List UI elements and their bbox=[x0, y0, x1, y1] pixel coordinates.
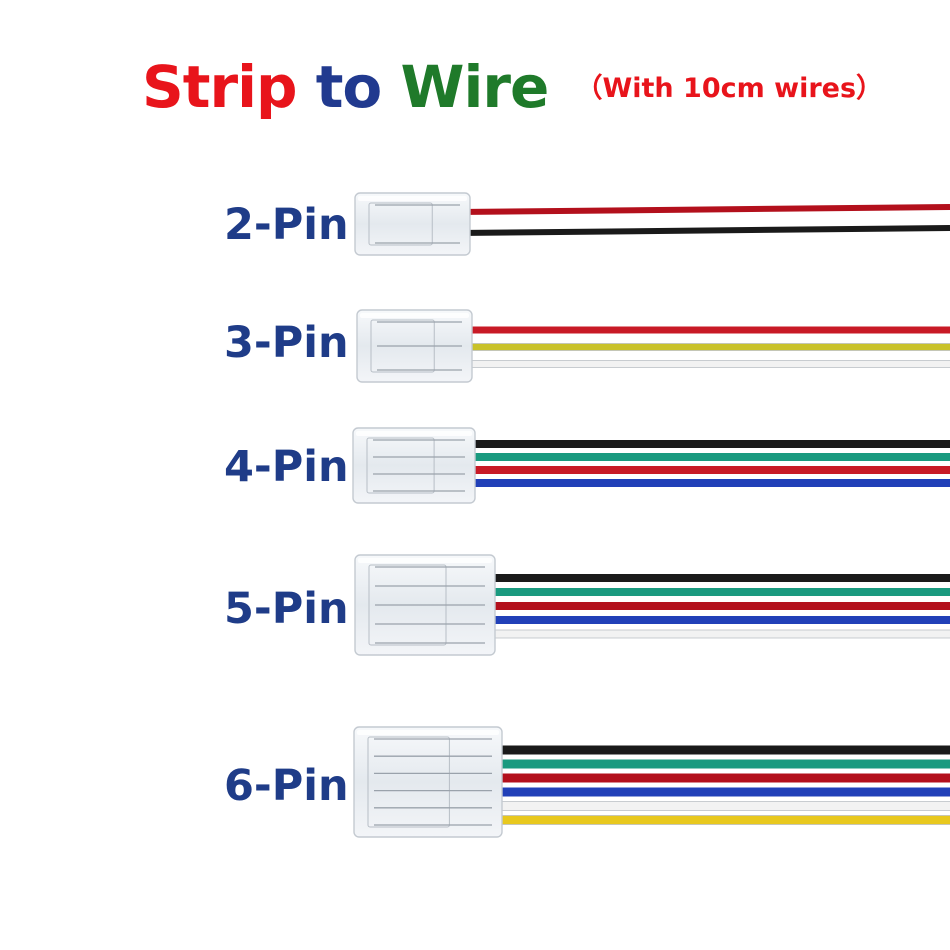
connector-housing bbox=[353, 726, 503, 838]
housing-highlight bbox=[358, 196, 467, 201]
housing-highlight bbox=[357, 730, 499, 735]
housing-frame bbox=[366, 437, 435, 494]
wire bbox=[457, 204, 950, 215]
title-word-to: to bbox=[315, 53, 383, 121]
title-note: （With 10cm wires） bbox=[575, 73, 884, 104]
title-word-wire: Wire bbox=[400, 53, 549, 121]
label-2-pin: 2-Pin bbox=[224, 200, 349, 250]
housing-highlight bbox=[356, 431, 472, 436]
connector-6-pin bbox=[353, 726, 950, 838]
connector-2-pin bbox=[354, 192, 950, 256]
label-3-pin: 3-Pin bbox=[224, 318, 349, 368]
label-4-pin: 4-Pin bbox=[224, 442, 349, 492]
title: Strip to Wire （With 10cm wires） bbox=[142, 58, 883, 116]
wire bbox=[457, 225, 950, 236]
connector-housing bbox=[352, 427, 476, 504]
housing-highlight bbox=[360, 313, 469, 318]
title-word-strip: Strip bbox=[142, 53, 297, 121]
label-6-pin: 6-Pin bbox=[224, 761, 349, 811]
housing-frame bbox=[367, 736, 450, 828]
connector-4-pin bbox=[352, 427, 950, 504]
connector-5-pin bbox=[354, 554, 950, 656]
housing-highlight bbox=[358, 558, 492, 563]
label-5-pin: 5-Pin bbox=[224, 584, 349, 634]
housing-frame bbox=[368, 202, 433, 246]
connector-3-pin bbox=[356, 309, 950, 383]
connector-housing bbox=[354, 192, 471, 256]
